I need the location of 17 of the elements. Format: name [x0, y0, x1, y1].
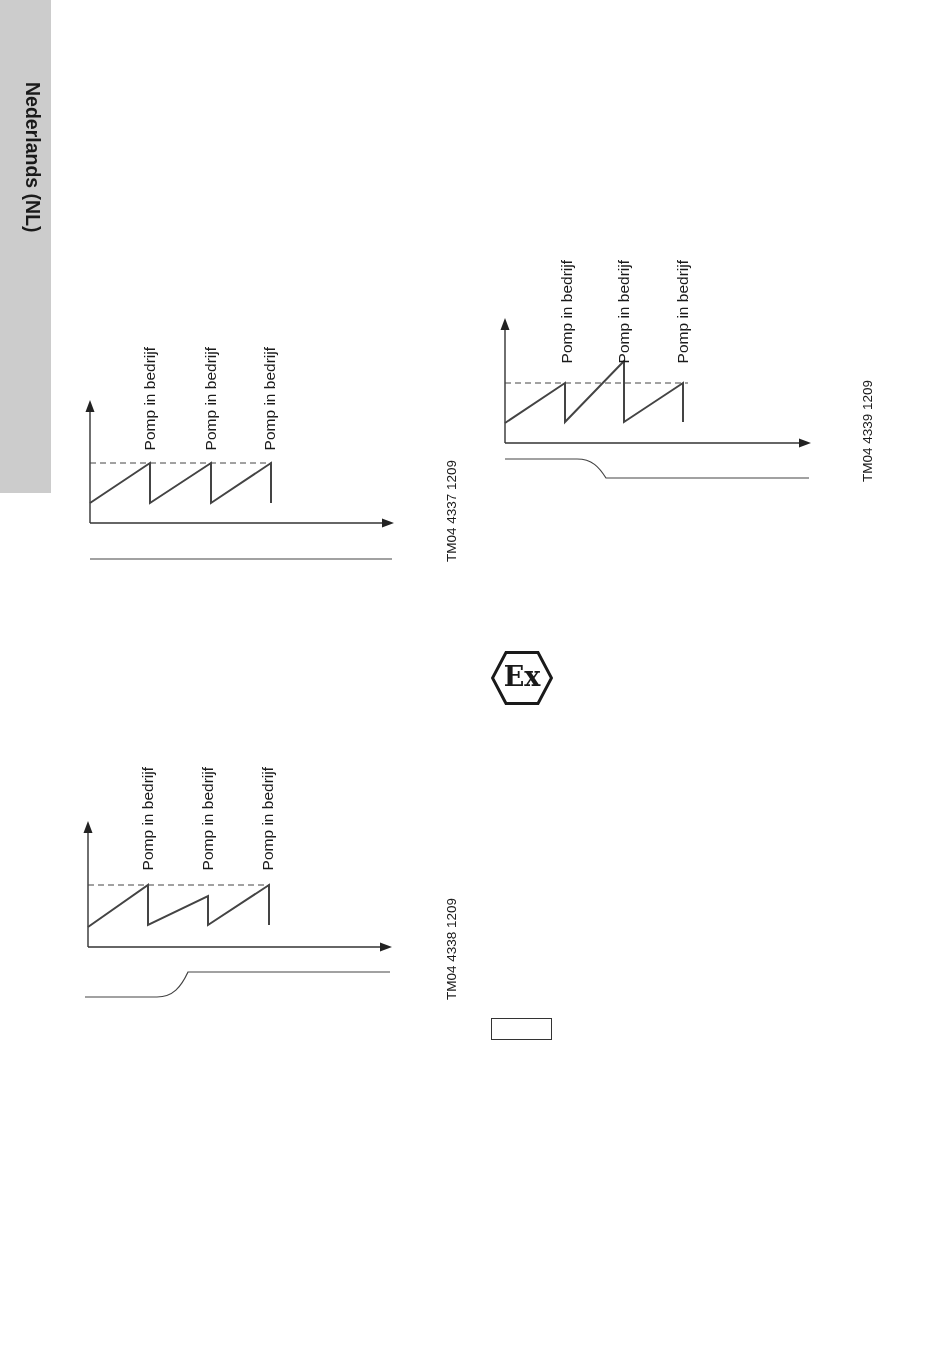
ex-hexagon-mark — [491, 651, 553, 705]
figure-code: TM04 4337 1209 — [444, 459, 460, 562]
annotation-label: Pomp in bedrijf — [141, 346, 159, 450]
figure-code: TM04 4339 1209 — [860, 379, 876, 482]
ex-mark-text: Ex — [503, 662, 541, 693]
blank-box — [491, 1018, 552, 1040]
annotation-label: Pomp in bedrijf — [202, 346, 220, 450]
annotation-label: Pomp in bedrijf — [259, 766, 277, 870]
annotation-label: Pomp in bedrijf — [558, 259, 576, 363]
annotation-label: Pomp in bedrijf — [615, 259, 633, 363]
annotation-label: Pomp in bedrijf — [139, 766, 157, 870]
annotation-label: Pomp in bedrijf — [261, 346, 279, 450]
annotation-label: Pomp in bedrijf — [199, 766, 217, 870]
tab-label: Nederlands (NL) — [22, 82, 44, 233]
annotation-label: Pomp in bedrijf — [674, 259, 692, 363]
figure-code: TM04 4338 1209 — [444, 897, 460, 1000]
language-tab — [0, 0, 51, 493]
